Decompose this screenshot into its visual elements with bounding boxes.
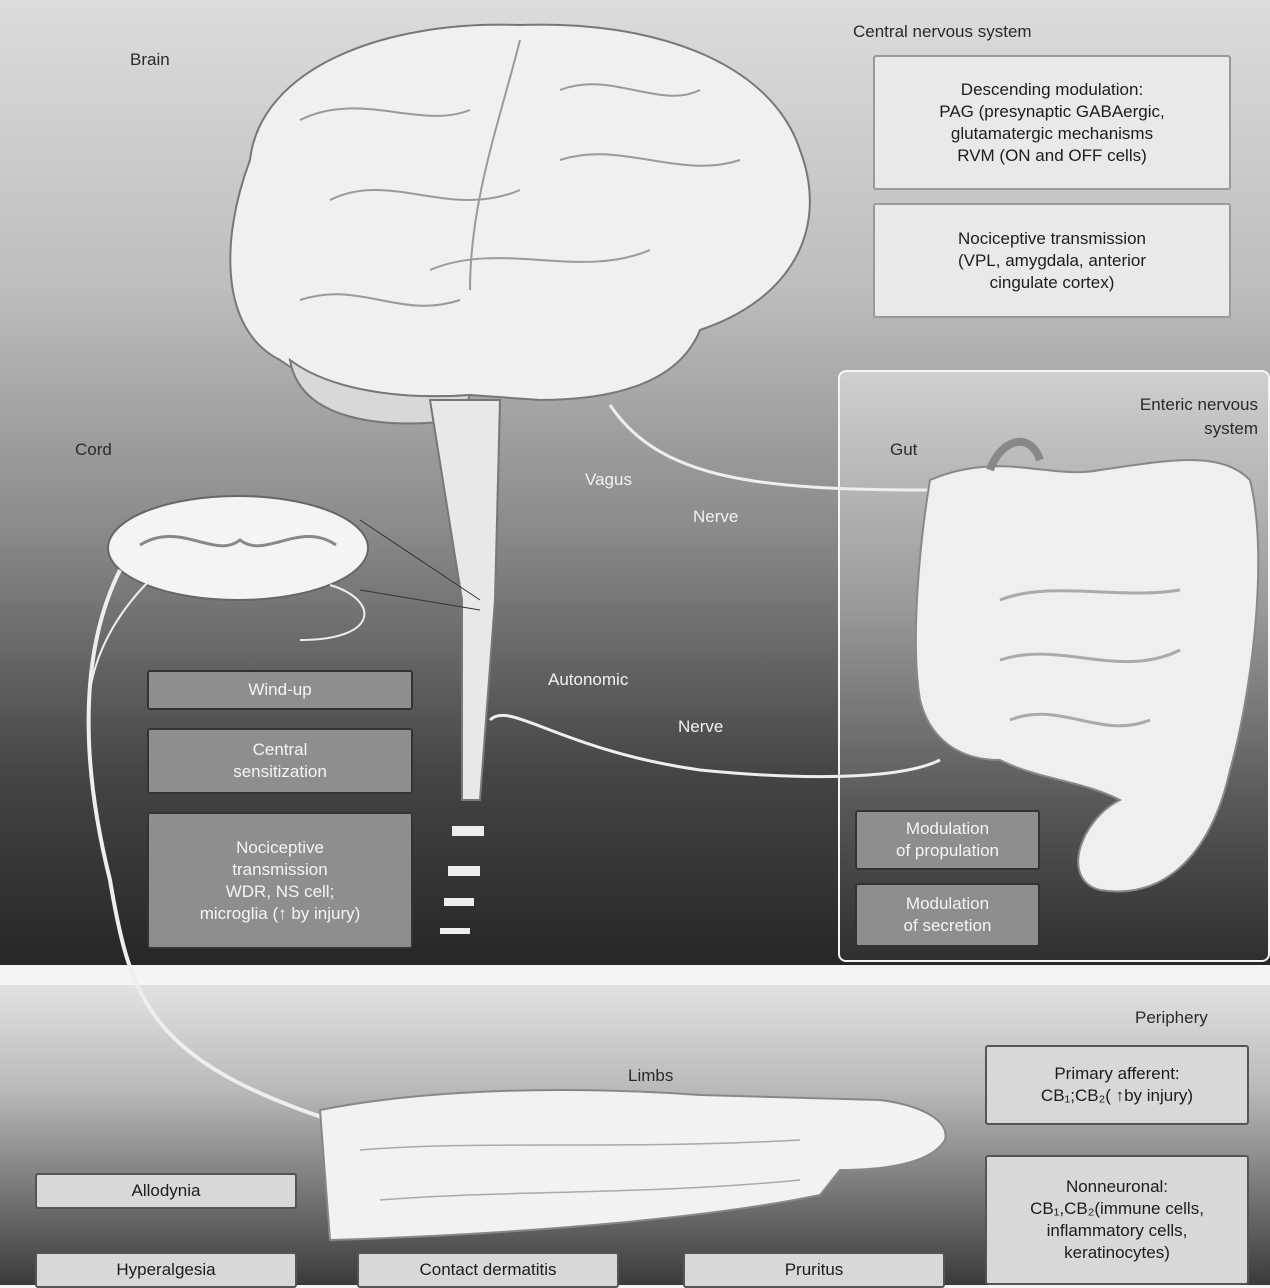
brain-illustration xyxy=(230,25,810,934)
propulsion-box: Modulation of propulation xyxy=(855,810,1040,870)
nociceptive-cord-box: Nociceptive transmission WDR, NS cell; m… xyxy=(147,812,413,949)
gut-label: Gut xyxy=(890,440,917,460)
hyperalgesia-box: Hyperalgesia xyxy=(35,1252,297,1288)
nonneuronal-box: Nonneuronal: CB₁,CB₂(immune cells, infla… xyxy=(985,1155,1249,1285)
allodynia-box: Allodynia xyxy=(35,1173,297,1209)
contact-dermatitis-box: Contact dermatitis xyxy=(357,1252,619,1288)
cord-cross-section xyxy=(108,496,480,610)
secretion-box: Modulation of secretion xyxy=(855,883,1040,947)
enteric-label: Enteric nervous system xyxy=(1140,393,1258,441)
limbs-label: Limbs xyxy=(628,1066,673,1086)
cns-label: Central nervous system xyxy=(853,22,1032,42)
nociceptive-brain-box: Nociceptive transmission (VPL, amygdala,… xyxy=(873,203,1231,318)
autonomic-label: Autonomic xyxy=(548,670,628,690)
primary-afferent-box: Primary afferent: CB₁;CB₂( ↑by injury) xyxy=(985,1045,1249,1125)
windup-box: Wind-up xyxy=(147,670,413,710)
vagus-nerve-label: Nerve xyxy=(693,507,738,527)
arm-illustration xyxy=(320,1090,946,1240)
autonomic-nerve-label: Nerve xyxy=(678,717,723,737)
vagus-label: Vagus xyxy=(585,470,632,490)
central-sensitization-box: Central sensitization xyxy=(147,728,413,794)
cord-label: Cord xyxy=(75,440,112,460)
pruritus-box: Pruritus xyxy=(683,1252,945,1288)
periphery-label: Periphery xyxy=(1135,1008,1208,1028)
brain-label: Brain xyxy=(130,50,170,70)
descending-modulation-box: Descending modulation: PAG (presynaptic … xyxy=(873,55,1231,190)
